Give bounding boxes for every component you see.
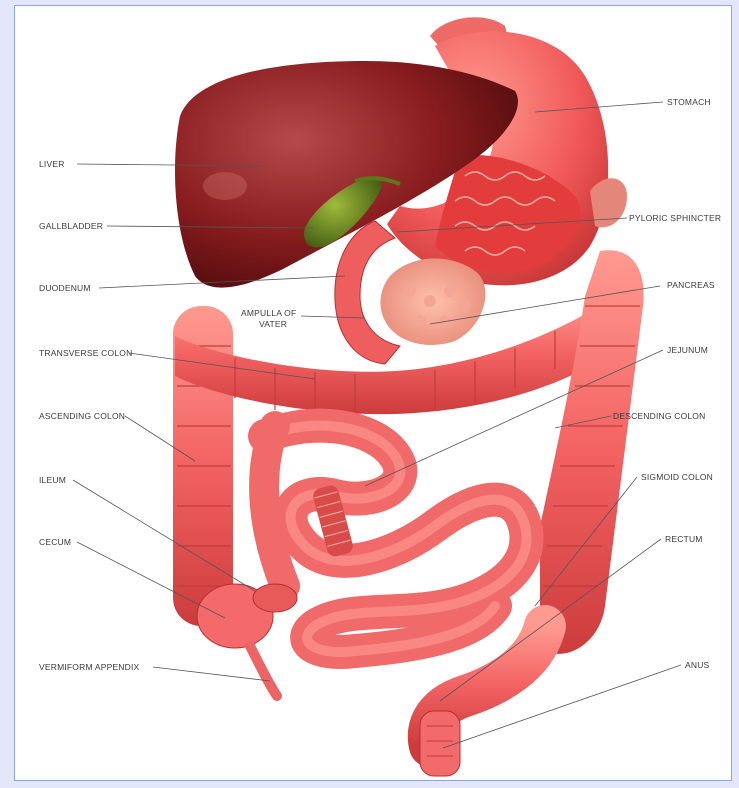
label-ampulla-line1: AMPULLA OF xyxy=(241,308,296,318)
label-ileum: ILEUM xyxy=(39,475,66,485)
vermiform-appendix xyxy=(250,646,277,696)
label-descending-colon: DESCENDING COLON xyxy=(613,411,705,421)
label-gallbladder: GALLBLADDER xyxy=(39,221,103,231)
label-ascending-colon: ASCENDING COLON xyxy=(39,411,125,421)
label-ampulla-line2: VATER xyxy=(259,319,287,329)
label-transverse-colon: TRANSVERSE COLON xyxy=(39,348,132,358)
label-rectum: RECTUM xyxy=(665,534,703,544)
label-stomach: STOMACH xyxy=(667,97,711,107)
digestive-system-diagram: STOMACH LIVER GALLBLADDER PYLORIC SPHINC… xyxy=(15,6,732,781)
descending-colon xyxy=(540,250,644,654)
label-vermiform-appendix: VERMIFORM APPENDIX xyxy=(39,662,140,672)
label-jejunum: JEJUNUM xyxy=(667,345,708,355)
label-liver: LIVER xyxy=(39,159,65,169)
rectum-anus xyxy=(420,711,460,776)
label-pyloric-sphincter: PYLORIC SPHINCTER xyxy=(629,213,721,223)
pancreas xyxy=(380,259,485,345)
label-anus: ANUS xyxy=(685,660,710,670)
label-cecum: CECUM xyxy=(39,537,71,547)
small-intestine xyxy=(264,426,526,652)
label-duodenum: DUODENUM xyxy=(39,283,91,293)
label-pancreas: PANCREAS xyxy=(667,280,715,290)
label-sigmoid-colon: SIGMOID COLON xyxy=(641,472,713,482)
cecum xyxy=(197,584,297,648)
diagram-frame: STOMACH LIVER GALLBLADDER PYLORIC SPHINC… xyxy=(14,5,732,781)
